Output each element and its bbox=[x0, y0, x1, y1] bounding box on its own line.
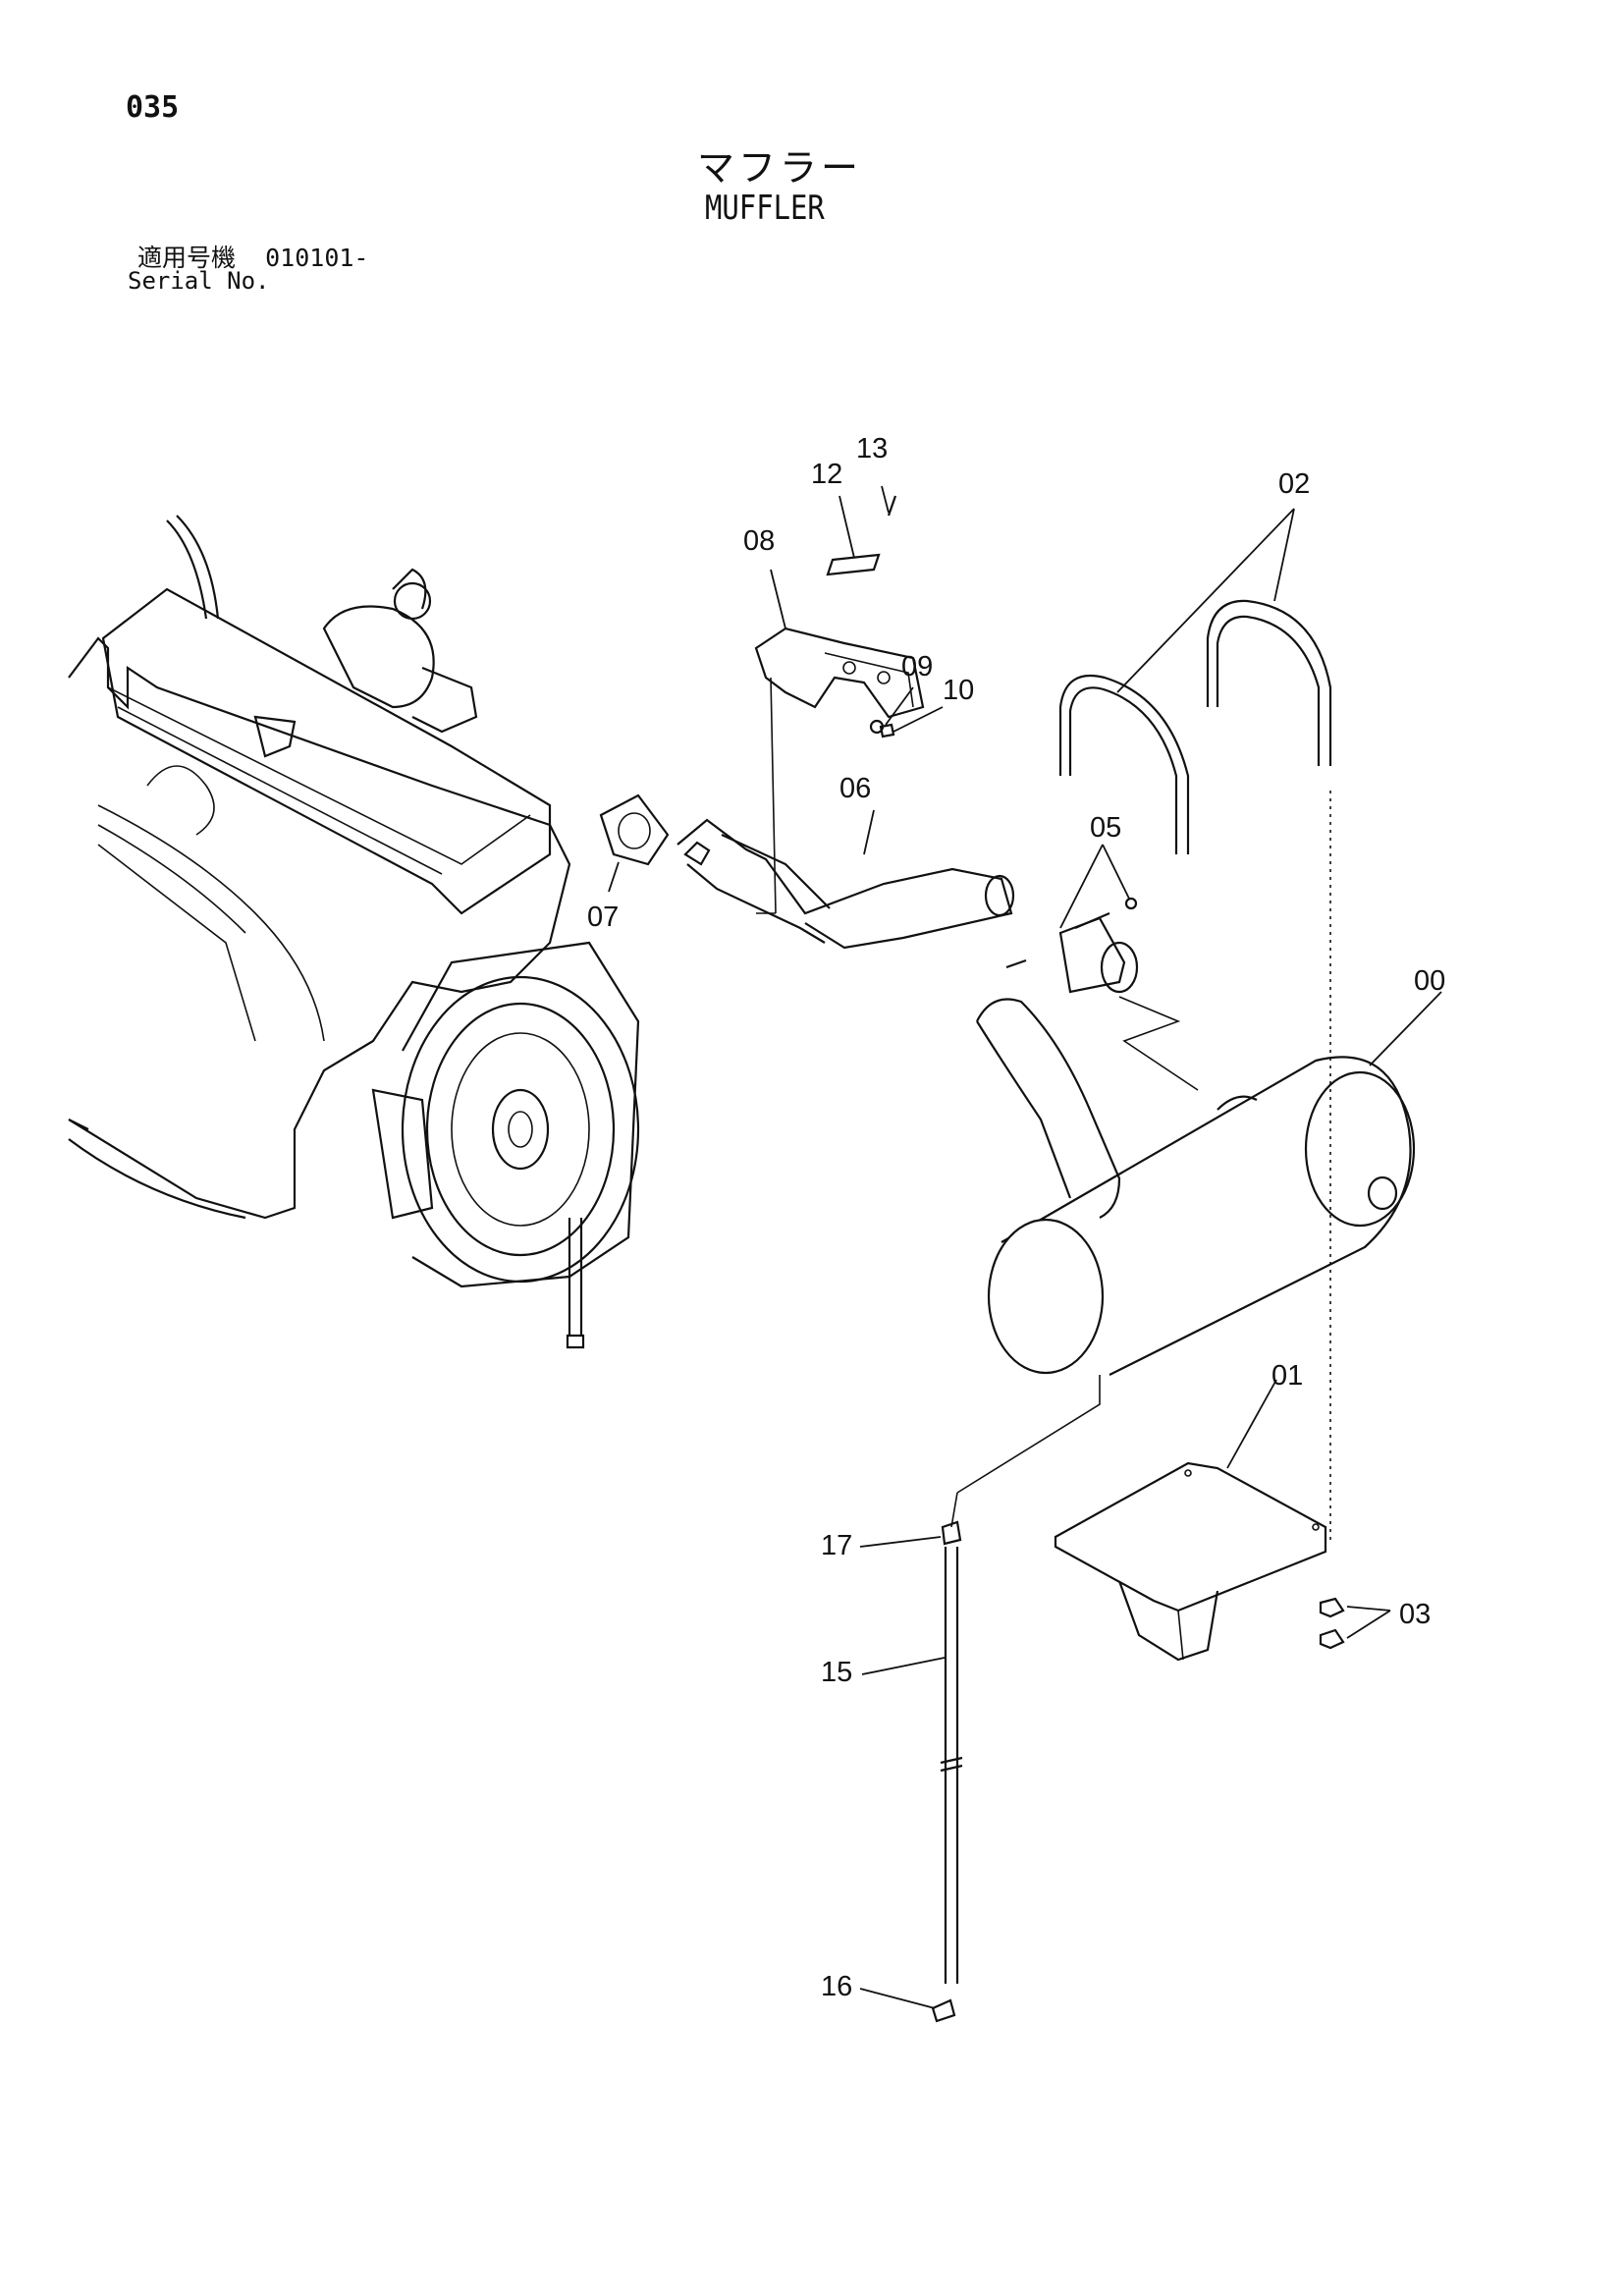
exhaust-pipe-06 bbox=[676, 818, 1015, 950]
muffler-00 bbox=[956, 998, 1416, 1494]
bracket-01 bbox=[1054, 1461, 1327, 1662]
callout-12: 12 bbox=[811, 459, 842, 490]
callout-05: 05 bbox=[1090, 812, 1121, 844]
gasket-07 bbox=[599, 793, 670, 866]
callout-02: 02 bbox=[1278, 468, 1310, 500]
u-bolts-02 bbox=[1058, 599, 1332, 1542]
callout-01: 01 bbox=[1271, 1360, 1303, 1392]
callout-06: 06 bbox=[839, 773, 871, 804]
callout-08: 08 bbox=[743, 525, 775, 557]
callout-10: 10 bbox=[943, 675, 974, 706]
heat-cover-08 bbox=[754, 627, 925, 914]
callout-09: 09 bbox=[901, 651, 933, 683]
nut-10 bbox=[879, 723, 895, 738]
serial-label-japanese: 適用号機 bbox=[137, 244, 237, 272]
part-callouts: 00 01 02 03 05 06 07 08 09 10 12 13 15 1… bbox=[587, 433, 1445, 2002]
callout-00: 00 bbox=[1414, 965, 1445, 997]
nuts-03 bbox=[1319, 1597, 1345, 1650]
clamp-05 bbox=[1005, 897, 1199, 1091]
callout-03: 03 bbox=[1399, 1599, 1431, 1630]
callout-16: 16 bbox=[821, 1971, 852, 2002]
serial-value: 010101- bbox=[265, 244, 369, 272]
callout-13: 13 bbox=[856, 433, 888, 465]
serial-number-line: 適用号機 010101- bbox=[137, 239, 368, 274]
page-number: 035 bbox=[126, 90, 180, 125]
clip-17 bbox=[941, 1520, 962, 1546]
serial-label-english: Serial No. bbox=[128, 267, 270, 295]
drain-tube-15 bbox=[940, 1492, 963, 1984]
title-english: MUFFLER bbox=[705, 189, 825, 228]
screw-13 bbox=[887, 495, 897, 517]
clip-16 bbox=[931, 1998, 956, 2023]
callout-15: 15 bbox=[821, 1657, 852, 1688]
callout-07: 07 bbox=[587, 902, 619, 933]
title-japanese: マフラー bbox=[697, 146, 863, 190]
plate-12 bbox=[826, 553, 881, 576]
engine-illustration bbox=[68, 515, 640, 1349]
callout-17: 17 bbox=[821, 1530, 852, 1561]
leader-lines bbox=[608, 485, 1442, 2009]
